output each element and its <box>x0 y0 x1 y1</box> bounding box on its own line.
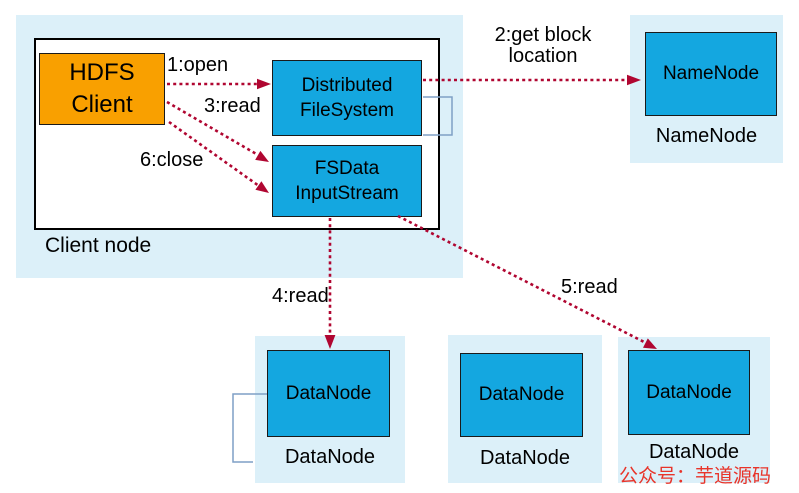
arrow-5-read-label: 5:read <box>561 276 618 298</box>
datanode-caption-2: DataNode <box>479 447 571 469</box>
arrow-4-read-label: 4:read <box>272 285 329 307</box>
datanode-box-1: DataNode <box>267 350 390 437</box>
fsdata-inputstream-box: FSData InputStream <box>272 145 422 217</box>
namenode-caption: NameNode <box>655 125 758 147</box>
datanode-caption-3: DataNode <box>648 441 740 463</box>
hdfs-client-box: HDFS Client <box>39 53 165 125</box>
datanode-box-3: DataNode <box>628 350 750 435</box>
arrow-2-getblock-label: 2:get block location <box>494 24 592 67</box>
datanode-caption-1: DataNode <box>284 446 376 468</box>
datanode-box-2: DataNode <box>460 353 583 437</box>
watermark-text: 公众号：芋道源码 <box>618 466 771 487</box>
arrow-3-read-label: 3:read <box>204 95 261 117</box>
client-node-caption: Client node <box>45 234 152 257</box>
namenode-box: NameNode <box>645 32 777 116</box>
arrow-6-close-label: 6:close <box>140 149 204 171</box>
distributed-filesystem-box: Distributed FileSystem <box>272 60 422 136</box>
arrow-1-open-label: 1:open <box>167 54 229 76</box>
